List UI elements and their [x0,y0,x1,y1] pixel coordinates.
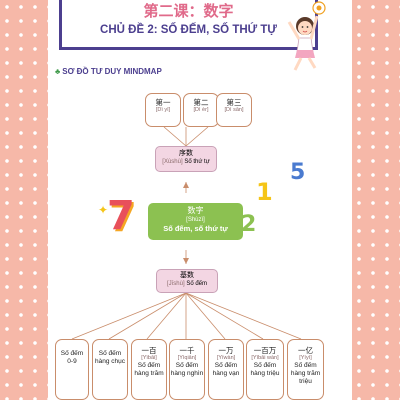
left-dotted-border [0,0,48,400]
number-one-decoration: 1 [256,178,273,206]
worksheet-page: 第二课：数字 CHỦ ĐỀ 2: SỐ ĐẾM, SỐ THỨ TỰ ♣SƠ Đ… [48,0,352,400]
mindmap-connectors [71,126,302,340]
section-heading: ♣SƠ ĐỒ TƯ DUY MINDMAP [55,67,162,76]
cardinal-number-node: 基数 [Jīshù] Số đếm [156,269,218,293]
ordinal-first-node: 第一[Dì yī] [145,93,181,127]
lesson-title: 第二课：数字 [143,2,234,20]
ordinal-third-node: 第三[Dì sān] [216,93,252,127]
center-topic-node: 数字 [Shùzì] Số đếm, số thứ tự [148,203,243,240]
title-banner: 第二课：数字 CHỦ ĐỀ 2: SỐ ĐẾM, SỐ THỨ TỰ [59,0,318,50]
number-five-decoration: 5 [290,160,306,185]
number-seven-decoration: 7 [107,193,135,239]
section-title: SƠ ĐỒ TƯ DUY MINDMAP [62,67,162,76]
topic-subtitle: CHỦ ĐỀ 2: SỐ ĐẾM, SỐ THỨ TỰ [100,24,277,36]
ordinal-number-node: 序数 [Xùshù] Số thứ tự [155,146,217,172]
leaf-icon: ♣ [55,67,61,76]
sparkle-icon: ✦ [98,203,109,217]
girl-illustration-icon [287,1,326,71]
ordinal-second-node: 第二[Dì èr] [183,93,219,127]
right-dotted-border [352,0,400,400]
number-two-decoration: 2 [241,212,257,237]
